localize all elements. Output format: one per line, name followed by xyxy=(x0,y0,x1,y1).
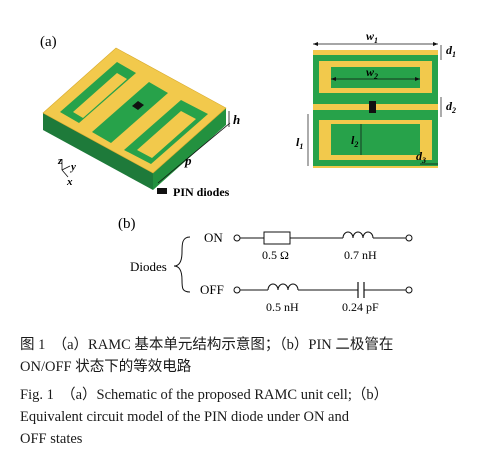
dim-l1-label: l1 xyxy=(296,135,303,151)
caption-zh-line-1: 图 1 （a）RAMC 基本单元结构示意图；（b）PIN 二极管在 xyxy=(20,337,394,353)
pin-diode-top xyxy=(369,101,376,113)
on-resistor-value: 0.5 Ω xyxy=(262,248,289,262)
dim-l2-label: l2 xyxy=(351,133,358,149)
dim-p-label: p xyxy=(184,153,192,168)
figure-canvas: (a) h p z y x PIN diodes xyxy=(40,29,456,314)
caption-en-line-1: Fig. 1 （a）Schematic of the proposed RAMC… xyxy=(20,387,389,403)
caption-chinese: 图 1 （a）RAMC 基本单元结构示意图；（b）PIN 二极管在 ON/OFF… xyxy=(20,334,482,378)
dim-w1-label: w1 xyxy=(366,29,378,45)
on-resistor xyxy=(263,231,291,245)
on-inductor xyxy=(342,231,374,239)
dim-d2-label: d2 xyxy=(446,99,456,115)
substrate-side-left xyxy=(43,113,153,190)
unit-cell-top-view xyxy=(313,50,438,168)
axes-indicator: z y x xyxy=(57,155,76,188)
patch-strip-2 xyxy=(137,111,196,158)
dim-w2-label: w2 xyxy=(366,65,378,81)
legend-diode-text: PIN diodes xyxy=(173,185,230,199)
axis-x-label: x xyxy=(66,176,73,188)
diodes-label: Diodes xyxy=(130,259,167,274)
dim-d1-label: d1 xyxy=(446,43,456,59)
off-branch: OFF 0.5 nH 0.24 pF xyxy=(200,282,413,314)
dim-p-line xyxy=(157,122,231,184)
on-inductor-value: 0.7 nH xyxy=(344,248,377,262)
caption-en-line-3: OFF states xyxy=(20,431,83,447)
patch-strip-1 xyxy=(73,73,127,118)
top-upper-inner xyxy=(331,67,420,88)
caption-english: Fig. 1 （a）Schematic of the proposed RAMC… xyxy=(20,384,482,450)
patch-slot-2 xyxy=(92,82,168,143)
substrate-side-right xyxy=(153,108,226,190)
off-label: OFF xyxy=(200,282,224,297)
pin-diode-3d xyxy=(132,101,144,110)
top-lower-inner xyxy=(331,124,420,155)
off-inductor xyxy=(267,283,299,291)
dim-d3-label: d3 xyxy=(416,149,426,165)
off-inductor-value: 0.5 nH xyxy=(266,300,299,314)
caption-zh-line-2: ON/OFF 状态下的等效电路 xyxy=(20,359,192,375)
unit-cell-3d xyxy=(42,47,227,190)
caption-en-line-2: Equivalent circuit model of the PIN diod… xyxy=(20,409,349,425)
on-branch: ON 0.5 Ω 0.7 nH xyxy=(204,230,413,262)
dim-h-label: h xyxy=(233,112,240,127)
axis-z-label: z xyxy=(57,155,63,167)
legend-diode-swatch xyxy=(157,188,167,194)
diodes-brace xyxy=(173,236,191,293)
on-label: ON xyxy=(204,230,223,245)
panel-a-label: (a) xyxy=(40,34,57,50)
off-capacitor-value: 0.24 pF xyxy=(342,300,379,314)
panel-b-label: (b) xyxy=(118,216,136,232)
axis-y-label: y xyxy=(69,161,76,173)
